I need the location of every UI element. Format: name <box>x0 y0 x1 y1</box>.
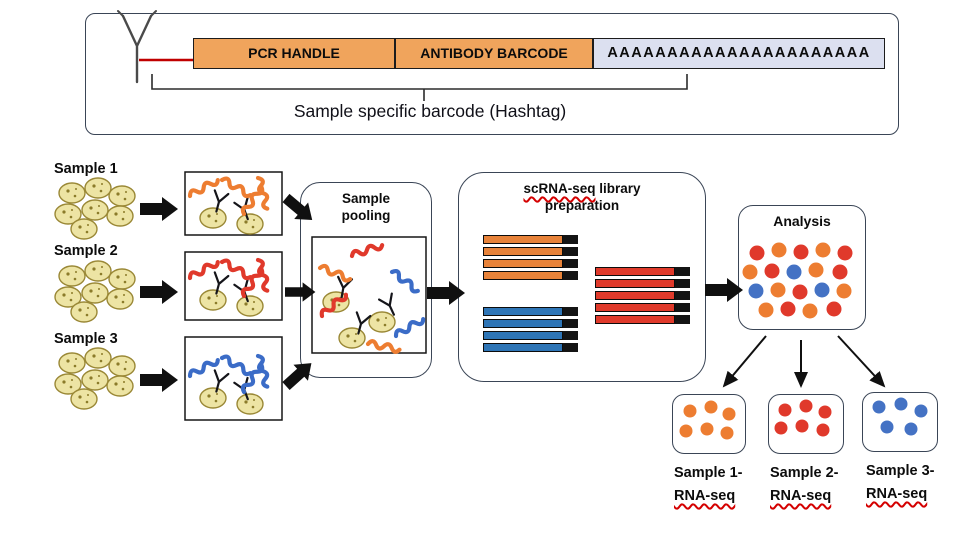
result2-line1: Sample 2- <box>770 465 839 481</box>
library-prep-box: scRNA-seq library preparation <box>458 172 706 382</box>
sample2-cell-cluster <box>54 260 136 323</box>
sample3-label: Sample 3 <box>54 331 118 347</box>
blue-read <box>483 331 578 340</box>
result-box-sample3 <box>862 392 938 452</box>
red-read <box>595 267 690 276</box>
red-read-stack <box>595 267 690 327</box>
red-read <box>595 291 690 300</box>
library-prep-title: scRNA-seq library preparation <box>459 180 705 214</box>
blue-read-stack <box>483 307 578 355</box>
orange-read-stack <box>483 235 578 283</box>
library-title-highlight: scRNA-seq <box>523 181 596 196</box>
result-box-sample1 <box>672 394 746 454</box>
arrow-analysis-to-sample1 <box>722 335 767 388</box>
orange-read <box>483 259 578 268</box>
red-read <box>595 279 690 288</box>
orange-read <box>483 247 578 256</box>
arrow-sample1-to-box <box>140 197 178 221</box>
orange-read <box>483 235 578 244</box>
result3-line1: Sample 3- <box>866 463 935 479</box>
hashtag-caption: Sample specific barcode (Hashtag) <box>293 101 567 121</box>
pooling-title-line2: pooling <box>341 208 391 223</box>
arrow-analysis-to-sample3 <box>837 335 886 388</box>
result1-line2: RNA-seq <box>674 488 736 504</box>
result1-line1: Sample 1- <box>674 465 743 481</box>
sample-pooling-box: Sample pooling <box>300 182 432 378</box>
arrow-sample2-to-box <box>140 280 178 304</box>
result2-line2: RNA-seq <box>770 488 832 504</box>
result1-label: Sample 1- RNA-seq <box>674 462 766 508</box>
arrow-sample3-to-box <box>140 368 178 392</box>
result-box-sample2 <box>768 394 844 454</box>
sample3-cell-cluster <box>54 347 136 410</box>
analysis-box: Analysis <box>738 205 866 330</box>
pooling-title: Sample pooling <box>301 190 431 224</box>
library-title-line1: scRNA-seq library <box>459 180 705 197</box>
orange-read <box>483 271 578 280</box>
result2-label: Sample 2- RNA-seq <box>770 462 862 508</box>
bar-segment-antibody-barcode: ANTIBODY BARCODE <box>395 38 593 69</box>
library-title-rest: library <box>595 181 641 196</box>
library-title-line2: preparation <box>544 198 620 213</box>
red-read <box>595 315 690 324</box>
red-read <box>595 303 690 312</box>
sample1-label: Sample 1 <box>54 161 118 177</box>
sample1-cell-cluster <box>54 177 136 240</box>
sample3-staining-box <box>184 336 283 421</box>
blue-read <box>483 319 578 328</box>
bar-segment-polyA: AAAAAAAAAAAAAAAAAAAAAA <box>593 38 885 69</box>
sample2-label: Sample 2 <box>54 243 118 259</box>
analysis-title: Analysis <box>773 213 831 229</box>
result3-label: Sample 3- RNA-seq <box>866 460 958 506</box>
result3-line2: RNA-seq <box>866 486 928 502</box>
sample1-staining-box <box>184 171 283 236</box>
pooling-title-line1: Sample <box>341 191 391 206</box>
sample2-staining-box <box>184 251 283 321</box>
blue-read <box>483 307 578 316</box>
blue-read <box>483 343 578 352</box>
bar-segment-pcr-handle: PCR HANDLE <box>193 38 395 69</box>
